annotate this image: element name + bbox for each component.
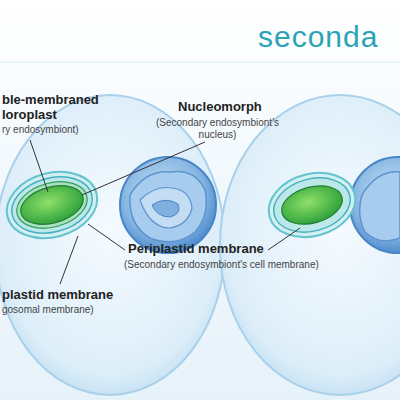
diagram-title: seconda bbox=[258, 20, 378, 55]
part-note: (Secondary endosymbiont's nucleus) bbox=[150, 117, 285, 140]
host-nucleus bbox=[120, 157, 216, 253]
chloroplast bbox=[261, 164, 362, 247]
part-label: Periplastid membrane bbox=[128, 242, 264, 257]
part-label: Nucleomorph bbox=[178, 100, 262, 115]
chloroplast bbox=[0, 162, 105, 248]
part-note: ry endosymbiont) bbox=[2, 124, 79, 136]
part-label: plastid membrane bbox=[2, 288, 113, 303]
part-note: (Secondary endosymbiont's cell membrane) bbox=[124, 259, 319, 271]
part-note: gosomal membrane) bbox=[2, 304, 94, 316]
header-rule bbox=[0, 62, 400, 63]
part-label: loroplast bbox=[2, 108, 57, 123]
host-nucleus bbox=[350, 157, 400, 253]
part-label: ble-membraned bbox=[2, 93, 99, 108]
